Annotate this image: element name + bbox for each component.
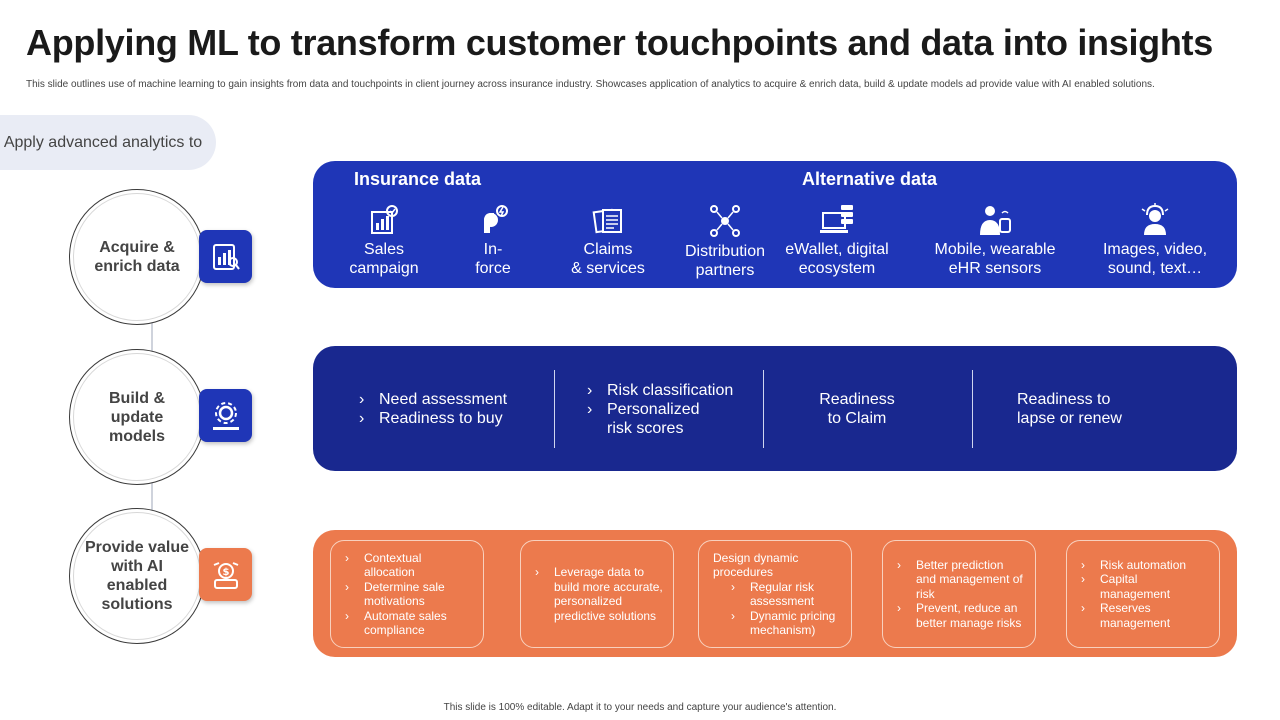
source-images: Images, video, sound, text… xyxy=(1092,203,1218,278)
source-distribution: Distribution partners xyxy=(675,203,775,280)
build-col-lapse: Readiness to lapse or renew xyxy=(1017,368,1122,450)
stage-connector xyxy=(151,482,153,512)
source-images-line2: sound, text… xyxy=(1107,260,1203,277)
source-ewallet: eWallet, digital ecosystem xyxy=(777,203,897,278)
in-force-icon xyxy=(484,205,508,233)
value-box-predictive: Leverage data to build more accurate, pe… xyxy=(520,540,674,648)
build-col-needs: Need assessment Readiness to buy xyxy=(359,368,507,450)
stage-build: Build & update models xyxy=(69,349,205,485)
person-wearable-icon xyxy=(980,206,1011,235)
insurance-data-heading: Insurance data xyxy=(354,169,482,189)
build-divider xyxy=(972,370,973,448)
value-item: Dynamic pricing mechanism) xyxy=(713,609,841,638)
source-ewallet-line1: eWallet, digital xyxy=(785,241,889,258)
source-ewallet-line2: ecosystem xyxy=(798,260,876,277)
source-sales-campaign: Sales campaign xyxy=(340,203,428,278)
stage-connector xyxy=(151,322,153,352)
build-claim-line1: Readiness xyxy=(819,391,895,408)
build-divider xyxy=(763,370,764,448)
page-title: Applying ML to transform customer touchp… xyxy=(26,22,1213,63)
stage-provide: Provide value with AI enabled solutions xyxy=(69,508,205,644)
build-lapse-line2: lapse or renew xyxy=(1017,410,1122,427)
source-inforce-line2: force xyxy=(475,260,511,277)
value-item: Capital management xyxy=(1081,572,1209,601)
value-item-intro: Design dynamic procedures xyxy=(713,550,799,580)
provide-value-panel: Contextual allocation Determine sale mot… xyxy=(313,530,1237,657)
value-item: Determine sale motivations xyxy=(345,580,473,609)
value-item: Contextual allocation xyxy=(345,551,473,580)
computer-database-icon xyxy=(820,205,853,233)
value-item: Risk automation xyxy=(1081,558,1209,573)
value-item: Reserves management xyxy=(1081,601,1209,630)
source-claims: Claims & services xyxy=(558,203,658,278)
build-item: Personalized xyxy=(587,400,733,419)
apply-analytics-label: Apply advanced analytics to xyxy=(0,115,216,170)
alternative-data-heading: Alternative data xyxy=(802,169,938,189)
sales-campaign-icon xyxy=(371,205,398,234)
build-divider xyxy=(554,370,555,448)
media-person-icon xyxy=(1141,203,1169,235)
claims-documents-icon xyxy=(592,208,622,234)
value-box-dynamic: Design dynamic procedures Regular risk a… xyxy=(698,540,852,648)
page-subtitle: This slide outlines use of machine learn… xyxy=(26,79,1155,90)
build-lapse-line1: Readiness to xyxy=(1017,391,1111,408)
source-claims-line2: & services xyxy=(571,260,645,277)
value-box-sales: Contextual allocation Determine sale mot… xyxy=(330,540,484,648)
value-item: Better prediction and management of risk xyxy=(897,558,1025,602)
value-box-risk: Better prediction and management of risk… xyxy=(882,540,1036,648)
source-inforce-line1: In- xyxy=(483,241,503,258)
source-mobile-line2: eHR sensors xyxy=(948,260,1042,277)
value-item: Leverage data to build more accurate, pe… xyxy=(535,565,663,623)
build-models-panel: Need assessment Readiness to buy Risk cl… xyxy=(313,346,1237,471)
value-item: Automate sales compliance xyxy=(345,609,473,638)
stage-build-label: Build & update models xyxy=(108,389,165,445)
network-people-icon xyxy=(710,205,740,237)
source-mobile: Mobile, wearable eHR sensors xyxy=(925,203,1065,278)
build-item-cont: risk scores xyxy=(607,419,684,437)
build-item: Risk classification xyxy=(587,381,733,400)
source-images-line1: Images, video, xyxy=(1102,241,1208,258)
source-distribution-line2: partners xyxy=(695,262,755,279)
source-sales-line2: campaign xyxy=(349,260,419,277)
acquire-data-panel: Insurance data Alternative data Sales ca… xyxy=(313,161,1237,288)
svg-text:$: $ xyxy=(222,567,229,578)
footer-note: This slide is 100% editable. Adapt it to… xyxy=(443,702,837,713)
value-item: Regular risk assessment xyxy=(713,580,841,609)
source-distribution-line1: Distribution xyxy=(684,243,766,260)
chart-report-icon xyxy=(199,230,252,283)
source-sales-line1: Sales xyxy=(363,241,405,258)
model-gear-icon xyxy=(199,389,252,442)
stage-provide-label: Provide value with AI enabled solutions xyxy=(84,539,190,613)
value-item: Prevent, reduce an better manage risks xyxy=(897,601,1025,630)
build-item: Readiness to buy xyxy=(359,409,507,428)
value-box-automation: Risk automation Capital management Reser… xyxy=(1066,540,1220,648)
source-in-force: In- force xyxy=(458,203,528,278)
stage-acquire: Acquire & enrich data xyxy=(69,189,205,325)
build-col-risk: Risk classification Personalized risk sc… xyxy=(587,368,733,450)
source-claims-line1: Claims xyxy=(583,241,633,258)
money-hand-icon: $ xyxy=(199,548,252,601)
source-mobile-line1: Mobile, wearable xyxy=(934,241,1056,258)
stage-acquire-label: Acquire & enrich data xyxy=(94,239,180,275)
build-item: Need assessment xyxy=(359,390,507,409)
build-claim-line2: to Claim xyxy=(827,410,887,427)
build-col-claim: Readiness to Claim xyxy=(793,368,921,450)
